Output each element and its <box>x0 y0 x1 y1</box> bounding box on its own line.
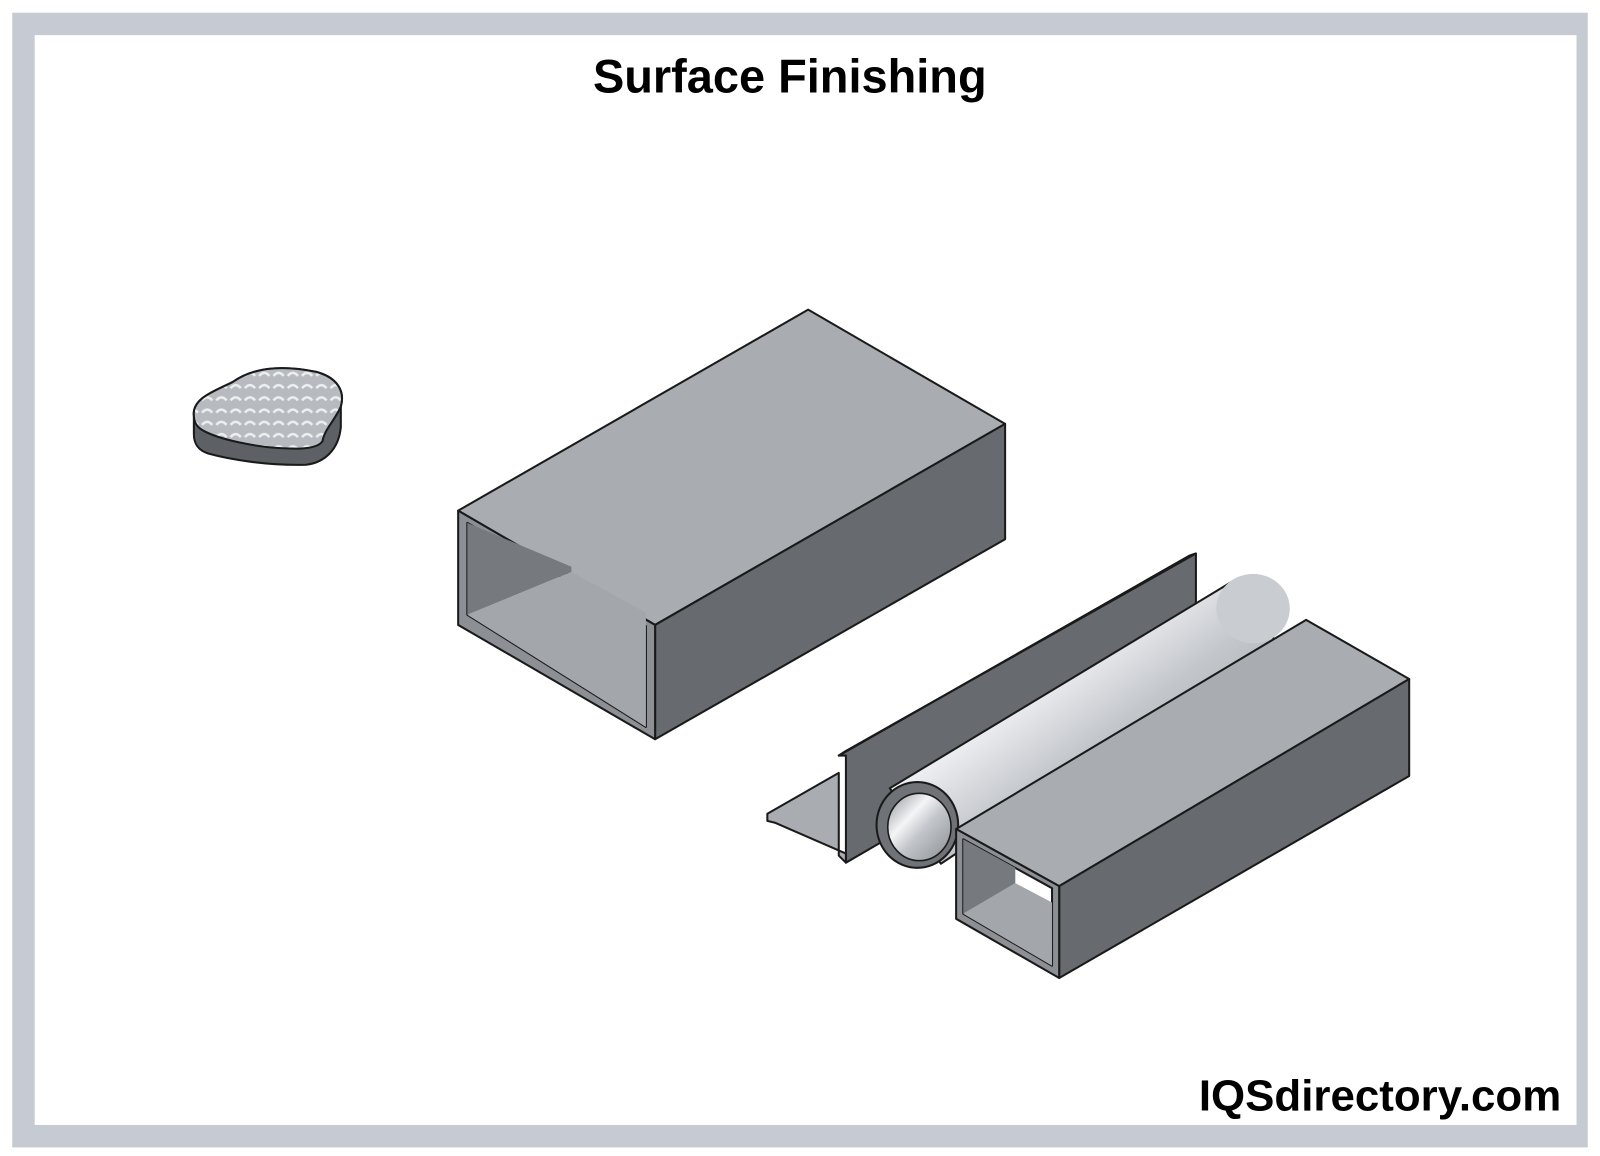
textured-disc <box>192 367 343 466</box>
brand-logo: IQSdirectory.com <box>1199 1072 1561 1121</box>
round-tube <box>875 573 1290 869</box>
square-tube <box>955 618 1411 980</box>
rectangular-tube <box>457 308 1007 741</box>
page-title: Surface Finishing <box>593 50 987 102</box>
